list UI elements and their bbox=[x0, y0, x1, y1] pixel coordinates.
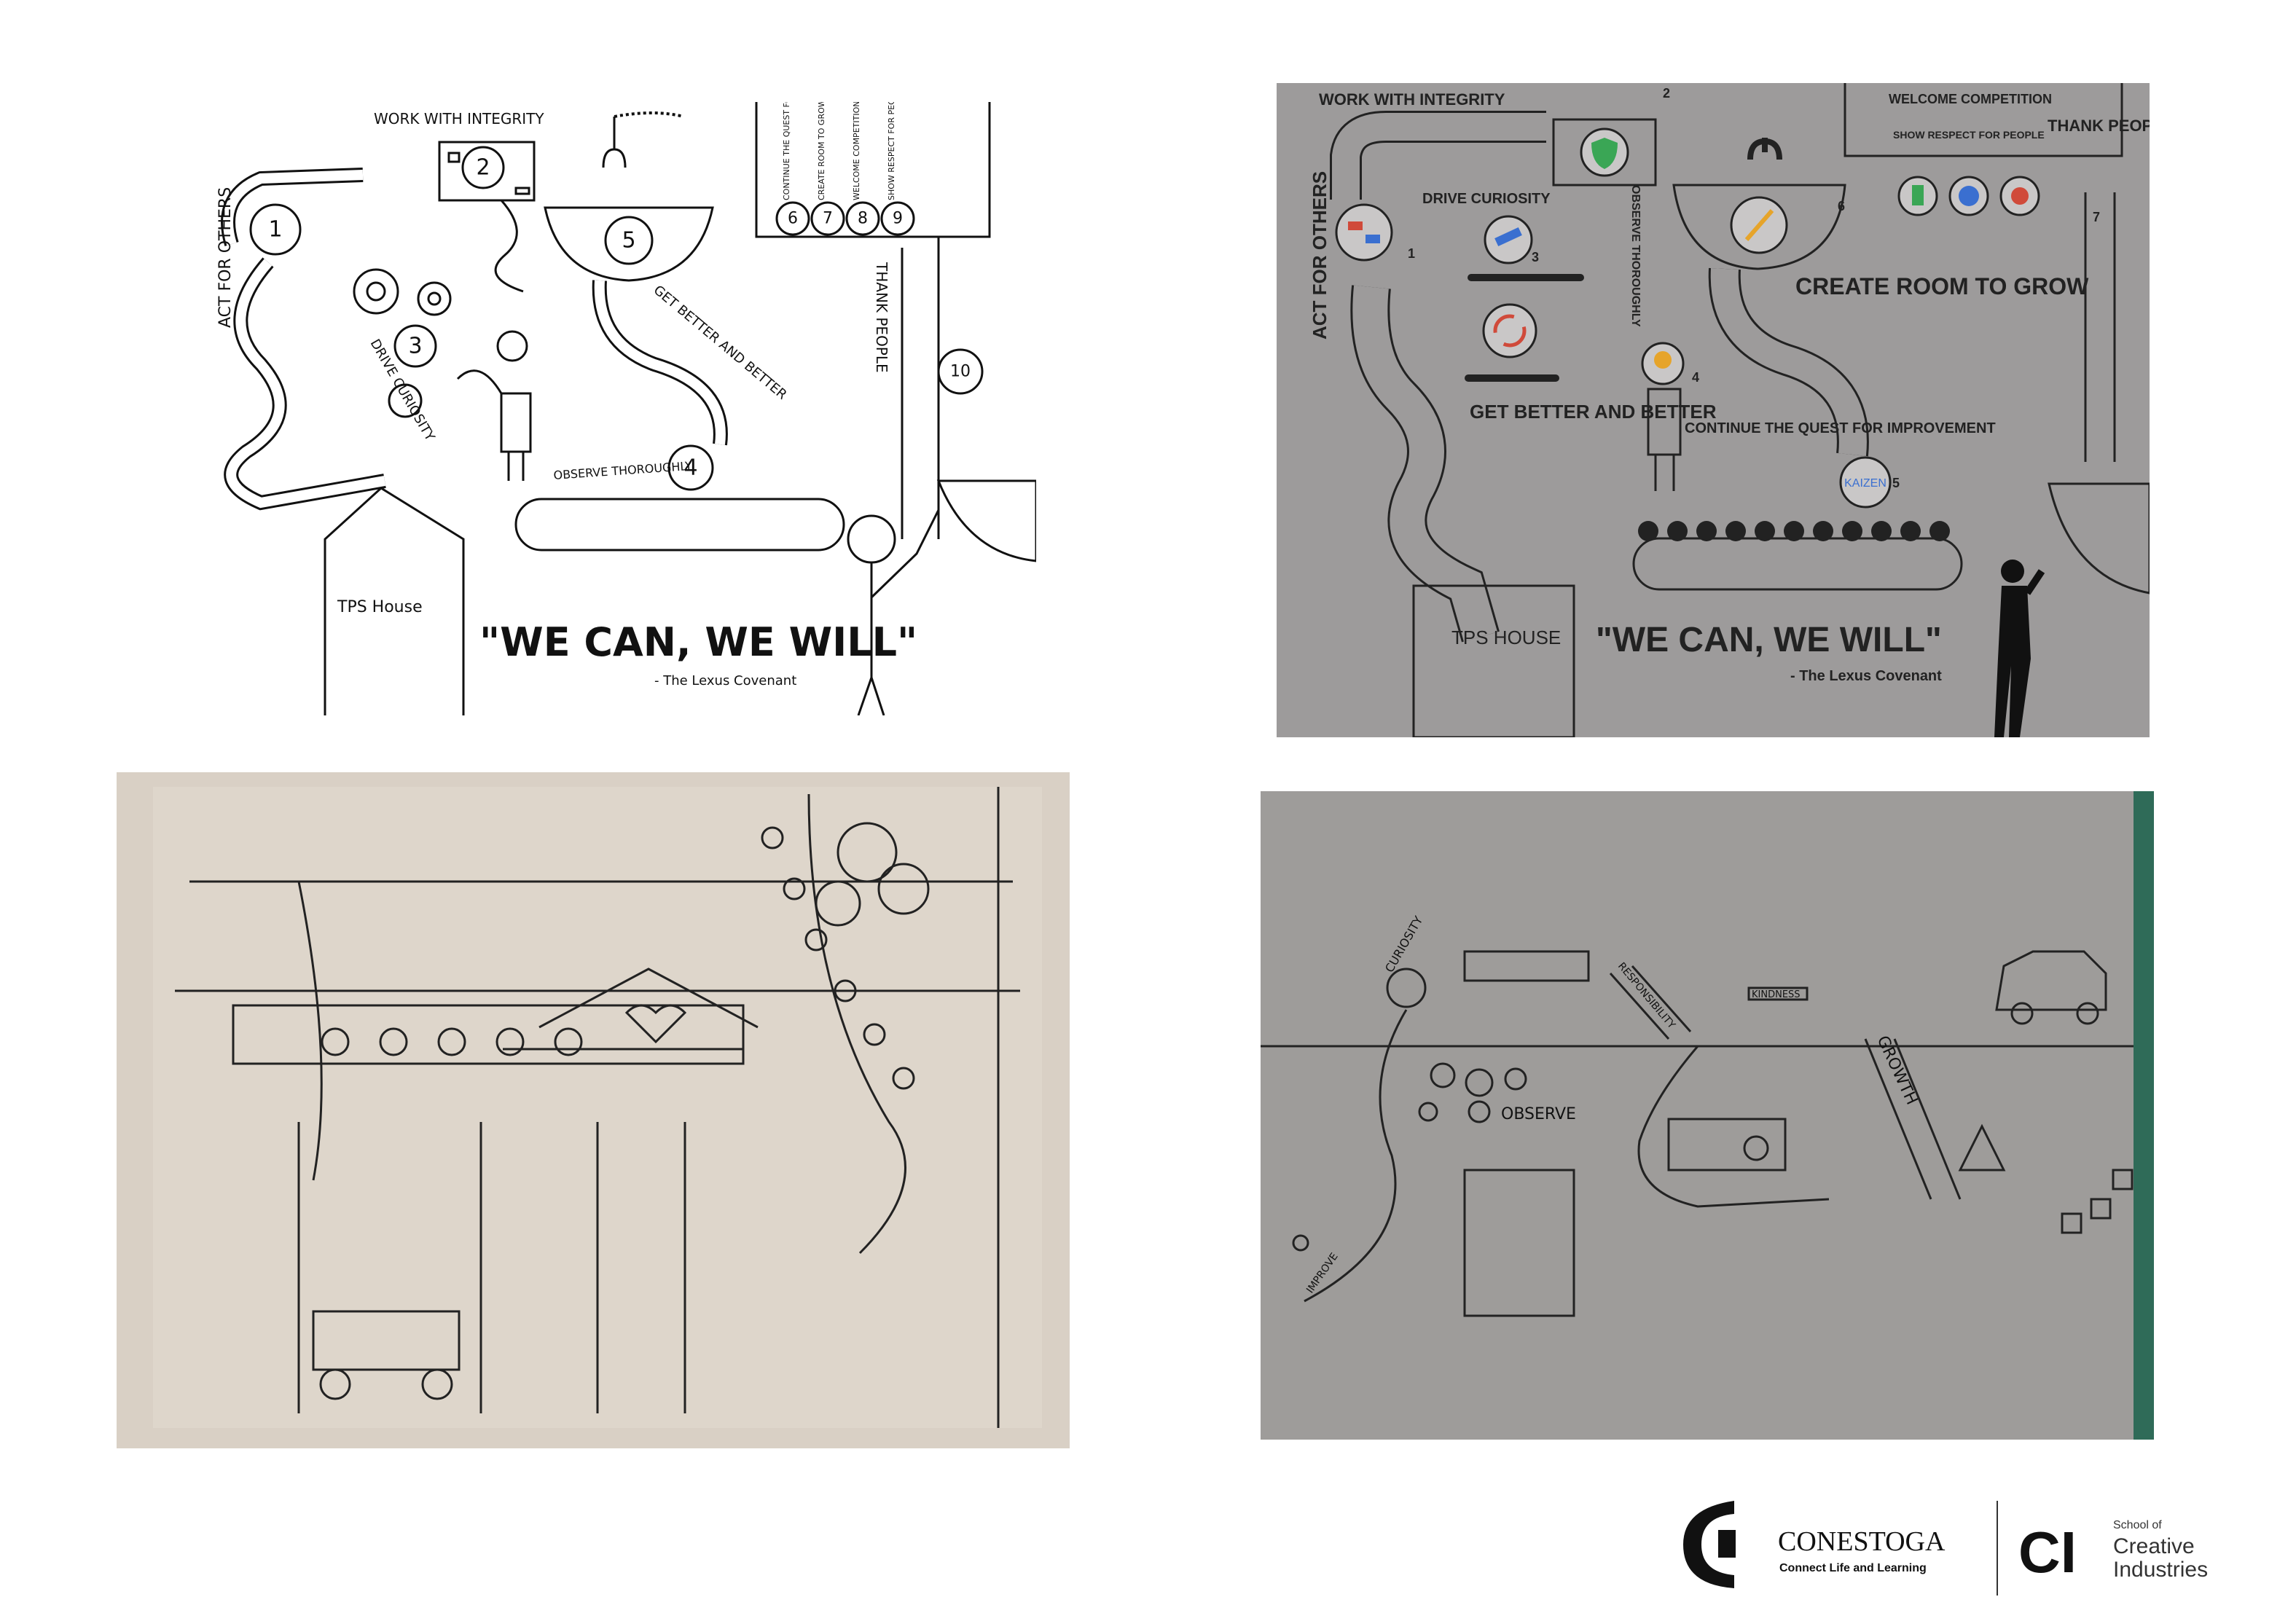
hands-icon bbox=[1335, 203, 1393, 262]
number-circles: 1 2 3 4 5 6 7 8 9 10 bbox=[249, 146, 984, 491]
sketch-panel-photo-factory bbox=[117, 772, 1070, 1448]
quote: "WE CAN, WE WILL" bbox=[1596, 621, 1942, 659]
number-2: 2 bbox=[476, 155, 490, 181]
label-observe-thoroughly: OBSERVE THOROUGHLY bbox=[1629, 185, 1642, 327]
factory-sketch-photo bbox=[153, 787, 1042, 1428]
cycle-icon bbox=[1482, 303, 1537, 358]
handshake-icon bbox=[1999, 176, 2040, 216]
kaizen-label: KAIZEN bbox=[1844, 477, 1886, 490]
shield-icon bbox=[1580, 127, 1629, 177]
quote: "WE CAN, WE WILL" bbox=[479, 619, 917, 665]
number-7: 7 bbox=[2093, 210, 2100, 224]
sketch-panel-line-art: 1 2 3 4 5 6 7 8 9 10 ACT FOR OTHERS WORK… bbox=[217, 102, 1036, 715]
chess-icon bbox=[1897, 176, 1938, 216]
label-create-room: CREATE ROOM TO GROW bbox=[1795, 273, 2089, 299]
label-act-for-others: ACT FOR OTHERS bbox=[1309, 171, 1331, 340]
footer-logos: CONESTOGA Connect Life and Learning CI S… bbox=[1683, 1486, 2266, 1603]
creative-label: Creative bbox=[2113, 1534, 2195, 1558]
number-3: 3 bbox=[408, 334, 422, 359]
number-10: 10 bbox=[950, 363, 971, 381]
school-of-label: School of bbox=[2113, 1519, 2162, 1531]
label-show-respect: SHOW RESPECT FOR PEOPLE bbox=[1893, 129, 2045, 141]
number-7: 7 bbox=[823, 210, 833, 228]
label-work-with-integrity: WORK WITH INTEGRITY bbox=[1319, 90, 1505, 109]
number-6: 6 bbox=[1838, 199, 1845, 213]
creative-industries-logo: CI School of Creative Industries bbox=[2018, 1519, 2208, 1585]
label-drive-curiosity: DRIVE CURIOSITY bbox=[1422, 191, 1551, 207]
kaizen-badge: KAIZEN bbox=[1839, 456, 1892, 509]
digital-illustration: KAIZEN 1 2 3 4 5 6 7 WORK WITH INTEGRITY… bbox=[1309, 83, 2150, 737]
conestoga-tagline: Connect Life and Learning bbox=[1779, 1562, 1927, 1574]
arrows-icon bbox=[1730, 196, 1788, 254]
label-thank-people: THANK PEOPLE bbox=[873, 262, 890, 373]
ci-mark: CI bbox=[2018, 1520, 2077, 1585]
lightbulb-icon bbox=[1641, 342, 1685, 385]
sketch-panel-digital: KAIZEN 1 2 3 4 5 6 7 WORK WITH INTEGRITY… bbox=[1277, 83, 2150, 737]
person-silhouette bbox=[1994, 560, 2045, 737]
number-5: 5 bbox=[622, 228, 635, 254]
quote-attribution: - The Lexus Covenant bbox=[654, 673, 796, 688]
sketch-panel-photo-sketchbook: CURIOSITY RESPONSIBILITY KINDNESS GROWTH… bbox=[1261, 791, 2154, 1440]
globe-icon bbox=[1948, 176, 1989, 216]
institution-logos: CONESTOGA Connect Life and Learning CI S… bbox=[1683, 1501, 2208, 1596]
number-4: 4 bbox=[683, 455, 697, 481]
number-4: 4 bbox=[1692, 370, 1699, 385]
number-1: 1 bbox=[268, 217, 282, 243]
label-tps-house: TPS HOUSE bbox=[1451, 627, 1561, 648]
telescope-icon bbox=[1484, 215, 1533, 264]
sketchbook-photo: CURIOSITY RESPONSIBILITY KINDNESS GROWTH… bbox=[1261, 791, 2154, 1440]
label-create-room: CREATE ROOM TO GROW bbox=[817, 102, 826, 200]
label-thank-people: THANK PEOPLE bbox=[2048, 117, 2150, 135]
label-act-for-others: ACT FOR OTHERS bbox=[217, 187, 235, 328]
label-kindness: KINDNESS bbox=[1752, 989, 1801, 1000]
label-work-with-integrity: WORK WITH INTEGRITY bbox=[374, 110, 544, 127]
line-art-illustration: 1 2 3 4 5 6 7 8 9 10 ACT FOR OTHERS WORK… bbox=[217, 102, 1036, 715]
label-get-better: GET BETTER AND BETTER bbox=[1470, 401, 1717, 423]
number-1: 1 bbox=[1408, 246, 1415, 261]
label-continue-quest: CONTINUE THE QUEST FOR IMPROVEMENT bbox=[782, 102, 791, 200]
number-9: 9 bbox=[893, 210, 903, 228]
number-3: 3 bbox=[1532, 250, 1539, 264]
label-get-better: GET BETTER AND BETTER bbox=[651, 283, 790, 403]
label-welcome-competition: WELCOME COMPETITION bbox=[1889, 92, 2052, 106]
industries-label: Industries bbox=[2113, 1558, 2208, 1582]
label-welcome-competition: WELCOME COMPETITION bbox=[852, 102, 861, 200]
number-2: 2 bbox=[1663, 86, 1670, 101]
label-tps-house: TPS House bbox=[337, 598, 423, 616]
conestoga-logo: CONESTOGA Connect Life and Learning bbox=[1683, 1501, 1946, 1588]
quote-attribution: - The Lexus Covenant bbox=[1790, 668, 1942, 684]
label-observe: OBSERVE bbox=[1501, 1105, 1576, 1123]
number-8: 8 bbox=[858, 210, 868, 228]
label-show-respect: SHOW RESPECT FOR PEOPLE bbox=[887, 102, 896, 200]
label-continue-quest: CONTINUE THE QUEST FOR IMPROVEMENT bbox=[1685, 420, 1996, 436]
conestoga-wordmark: CONESTOGA bbox=[1778, 1526, 1946, 1557]
number-6: 6 bbox=[788, 210, 798, 228]
number-5: 5 bbox=[1892, 476, 1900, 490]
